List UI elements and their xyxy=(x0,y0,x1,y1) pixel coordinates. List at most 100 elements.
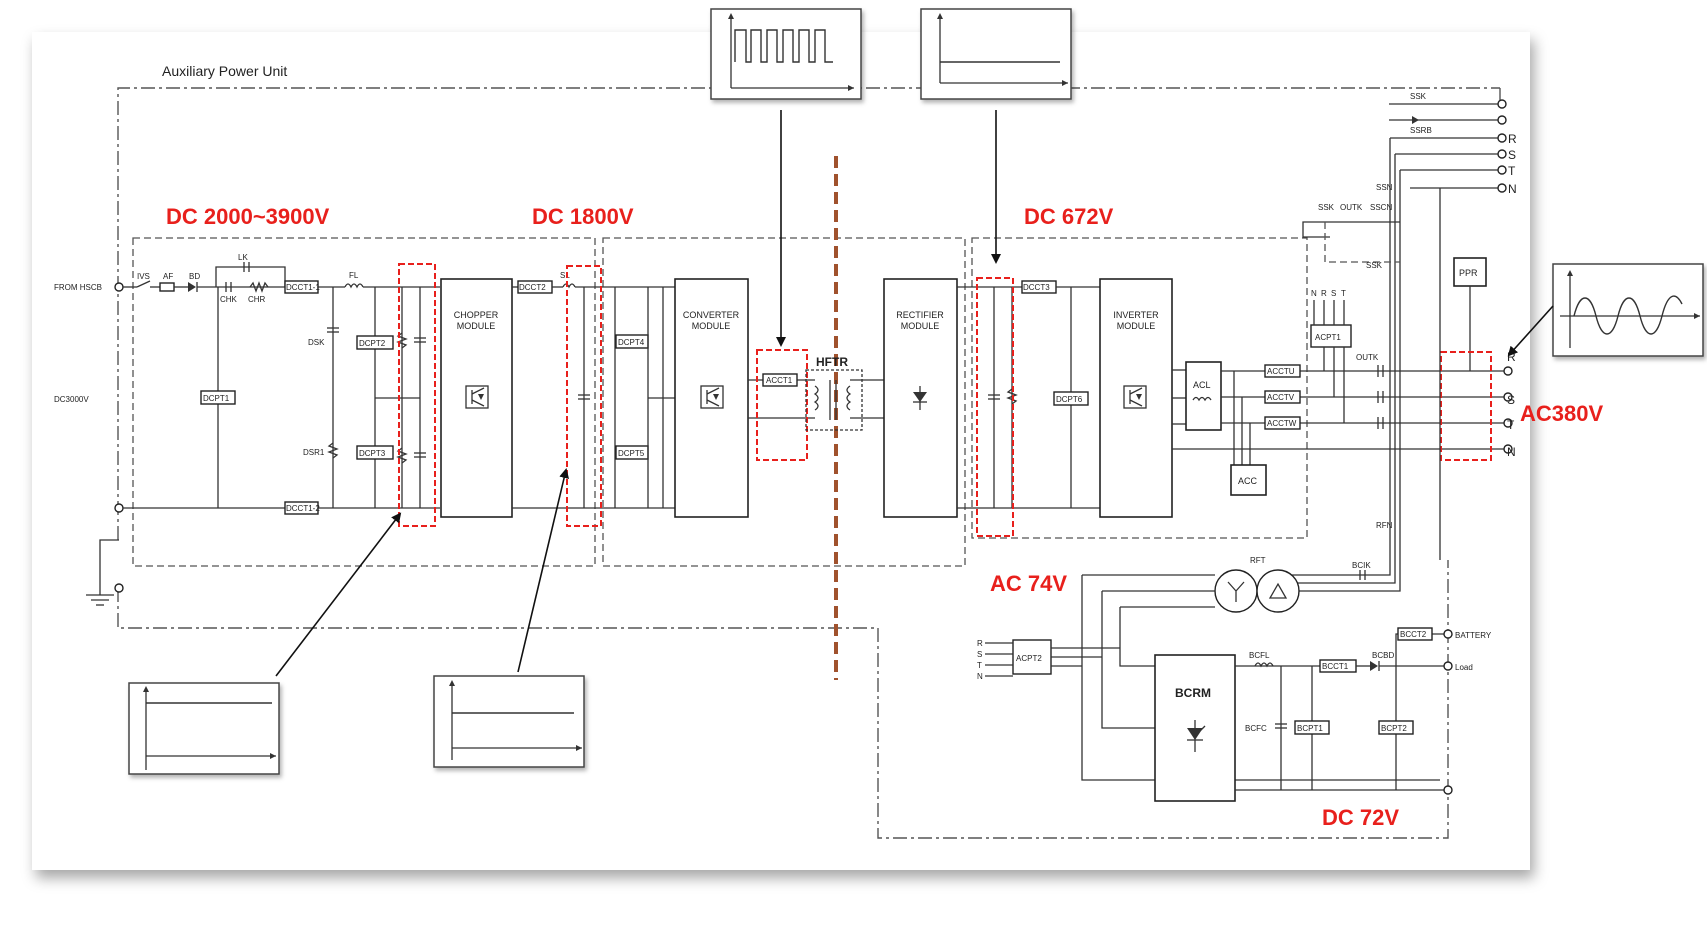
top-terminal-n: N xyxy=(1508,182,1517,196)
inverter-section-box xyxy=(971,237,1308,539)
rectifier-module: RECTIFIER MODULE xyxy=(883,278,958,518)
bcct1-label: BCCT1 xyxy=(1322,662,1349,671)
chk-label: CHK xyxy=(220,295,238,304)
dcpt2-label: DCPT2 xyxy=(359,339,386,348)
voltage-label-transformer: AC 74V xyxy=(990,571,1067,596)
ssrb-label: SSRB xyxy=(1410,126,1432,135)
outk-label: OUTK xyxy=(1356,353,1379,362)
acpt1-label: ACPT1 xyxy=(1315,333,1341,342)
ivs-label: IVS xyxy=(137,272,150,281)
bd-label: BD xyxy=(189,272,200,281)
voltage-label-secondary: DC 672V xyxy=(1024,204,1114,229)
ac-terminal-n: N xyxy=(1507,445,1516,459)
input-stage: FROM HSCB DC3000V IVS AF BD LK CHK CHR D… xyxy=(54,253,440,606)
ssk-lower-label: SSK xyxy=(1366,261,1383,270)
acpt1-terminal-r: R xyxy=(1321,289,1327,298)
sscn-label: SSCN xyxy=(1370,203,1392,212)
converter-module-label-2: MODULE xyxy=(692,321,731,331)
voltage-label-battery: DC 72V xyxy=(1322,805,1399,830)
highlight-input-caps xyxy=(398,263,436,527)
hf-transformer-stage: ACCT1 HFTR xyxy=(748,349,884,461)
chopper-module: CHOPPER MODULE xyxy=(440,278,513,518)
top-terminal-t: T xyxy=(1508,164,1516,178)
bcfl-label: BCFL xyxy=(1249,651,1270,660)
hftr-label: HFTR xyxy=(816,355,848,369)
voltage-label-link: DC 1800V xyxy=(532,204,634,229)
acc-label: ACC xyxy=(1238,476,1258,486)
acpt2-terminal-n: N xyxy=(977,672,983,681)
dsr1-label: DSR1 xyxy=(303,448,325,457)
bcpt2-label: BCPT2 xyxy=(1381,724,1407,733)
waveform-dc-inset-2 xyxy=(128,682,280,775)
rectifier-module-label-2: MODULE xyxy=(901,321,940,331)
chr-label: CHR xyxy=(248,295,266,304)
arrow-to-ac-output xyxy=(1507,305,1554,357)
dc-level-icon-3 xyxy=(449,680,582,760)
arrow-to-link-caps xyxy=(517,468,570,673)
bcpt1-label: BCPT1 xyxy=(1297,724,1323,733)
battery-charger-stage: BCIK RFT ACPT2 R S T N BCRM xyxy=(977,449,1492,802)
acctw-label: ACCTW xyxy=(1267,419,1297,428)
acl-label: ACL xyxy=(1193,380,1211,390)
acctv-label: ACCTV xyxy=(1267,393,1295,402)
dcpt1-label: DCPT1 xyxy=(203,394,230,403)
arrow-to-input-caps xyxy=(275,512,402,677)
dc672-stage: DCCT3 DCPT6 xyxy=(957,277,1100,537)
bcik-label: BCIK xyxy=(1352,561,1371,570)
square-wave-icon xyxy=(728,13,854,91)
acpt2-label: ACPT2 xyxy=(1016,654,1042,663)
dcct3-label: DCCT3 xyxy=(1023,283,1050,292)
acpt1-terminal-s: S xyxy=(1331,289,1336,298)
dcpt6-label: DCPT6 xyxy=(1056,395,1083,404)
inverter-module-label-1: INVERTER xyxy=(1113,310,1159,320)
highlight-ac-output xyxy=(1440,351,1492,461)
ac-output-stage: ACL ACCTU ACCTV ACCTW ACC OUTK ACPT1 N R… xyxy=(1172,257,1506,496)
dc-level-icon-1 xyxy=(937,13,1068,86)
acct1-label: ACCT1 xyxy=(766,376,793,385)
top-terminal-r: R xyxy=(1508,132,1517,146)
acpt2-terminal-s: S xyxy=(977,650,982,659)
acctu-label: ACCTU xyxy=(1267,367,1295,376)
waveform-sine-inset xyxy=(1552,263,1704,357)
bcbd-label: BCBD xyxy=(1372,651,1394,660)
acpt1-terminal-t: T xyxy=(1341,289,1346,298)
top-bus: SSK SSRB R S T N S S N SSK OUTK SSCN SSK R… xyxy=(1302,92,1517,545)
outk-top-label: OUTK xyxy=(1340,203,1363,212)
dcpt3-label: DCPT3 xyxy=(359,449,386,458)
load-label: Load xyxy=(1455,663,1473,672)
sl-label: SL xyxy=(560,271,570,280)
af-label: AF xyxy=(163,272,173,281)
dcct2-label: DCCT2 xyxy=(519,283,546,292)
converter-module-label-1: CONVERTER xyxy=(683,310,740,320)
dcpt4-label: DCPT4 xyxy=(618,338,645,347)
ssk-label: SSK xyxy=(1318,203,1335,212)
highlight-acct1 xyxy=(756,349,808,461)
converter-module: CONVERTER MODULE xyxy=(674,278,749,518)
ssk-top-label: SSK xyxy=(1410,92,1427,101)
dcct1-1-label: DCCT1-1 xyxy=(286,283,320,292)
top-terminal-s: S xyxy=(1508,148,1516,162)
chopper-module-label-1: CHOPPER xyxy=(454,310,499,320)
ppr-label: PPR xyxy=(1459,268,1478,278)
highlight-link-caps xyxy=(566,265,602,527)
dsk-label: DSK xyxy=(308,338,325,347)
lk-label: LK xyxy=(238,253,248,262)
rfn-label: RFN xyxy=(1376,521,1393,530)
waveform-square-inset xyxy=(710,8,862,100)
highlight-dc672-caps xyxy=(976,277,1014,537)
converter-section-box xyxy=(602,237,966,567)
bcfc-label: BCFC xyxy=(1245,724,1267,733)
sine-wave-icon xyxy=(1560,270,1700,348)
battery-label: BATTERY xyxy=(1455,631,1492,640)
dc-level-icon-2 xyxy=(143,686,276,770)
waveform-dc-inset-3 xyxy=(433,675,585,768)
fl-label: FL xyxy=(349,271,359,280)
rectifier-module-label-1: RECTIFIER xyxy=(896,310,944,320)
voltage-label-input: DC 2000~3900V xyxy=(166,204,330,229)
inverter-module: INVERTER MODULE xyxy=(1099,278,1173,518)
inverter-module-label-2: MODULE xyxy=(1117,321,1156,331)
dcpt5-label: DCPT5 xyxy=(618,449,645,458)
ac-output-terminals: R S T N xyxy=(1503,350,1516,459)
voltage-label-ac-output: AC380V xyxy=(1520,401,1603,426)
bcrm-label: BCRM xyxy=(1175,686,1211,700)
